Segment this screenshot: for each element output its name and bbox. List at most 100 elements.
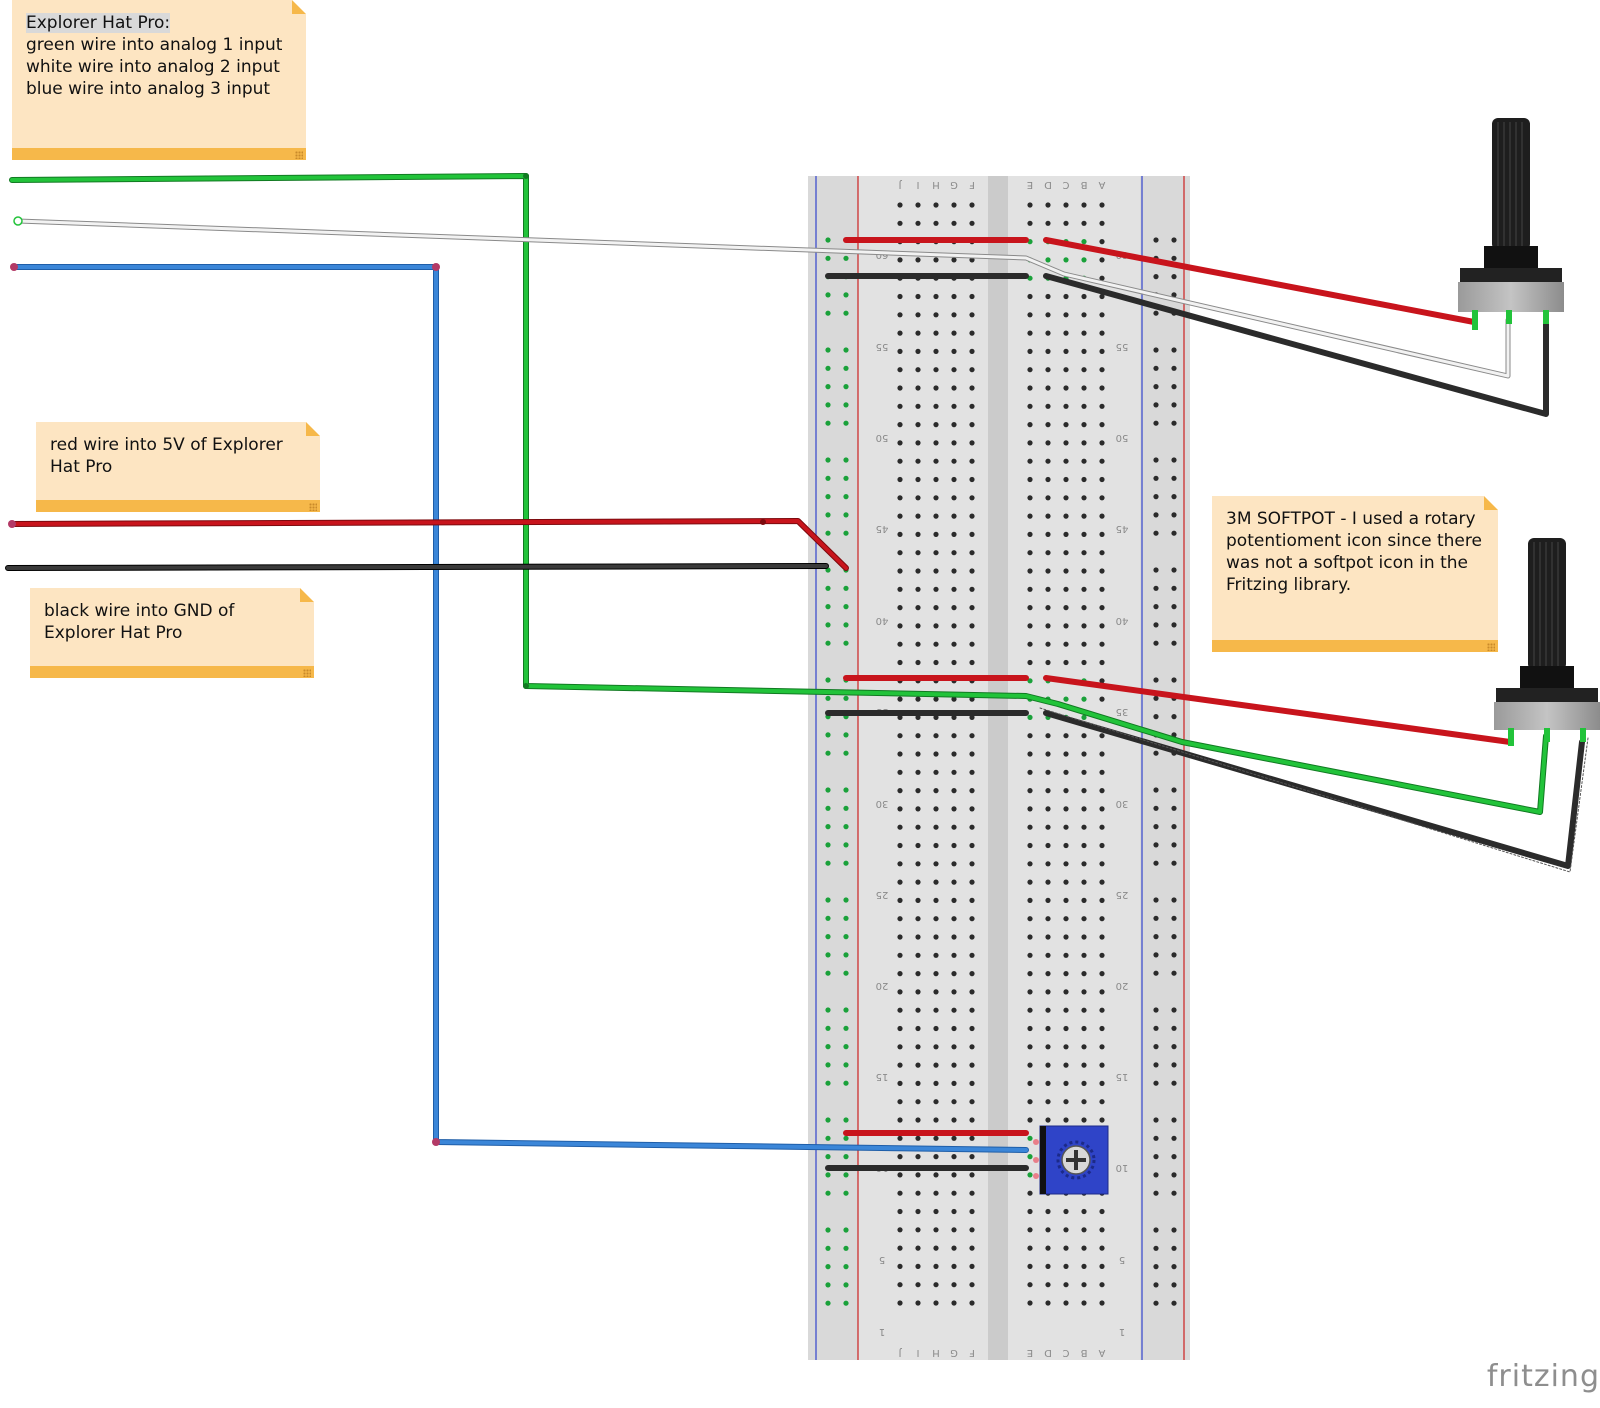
breadboard-hole[interactable] <box>951 348 957 354</box>
rail-hole[interactable] <box>843 1080 849 1086</box>
rail-hole[interactable] <box>1171 622 1177 628</box>
red-wire-5v[interactable] <box>9 518 849 571</box>
rail-hole[interactable] <box>1153 1080 1159 1086</box>
breadboard-hole[interactable] <box>1063 312 1069 318</box>
breadboard-hole[interactable] <box>897 1263 903 1269</box>
breadboard-hole[interactable] <box>1099 733 1105 739</box>
breadboard-hole[interactable] <box>933 1117 939 1123</box>
breadboard-hole[interactable] <box>1081 440 1087 446</box>
breadboard-hole[interactable] <box>1081 916 1087 922</box>
breadboard-hole[interactable] <box>933 824 939 830</box>
rail-hole[interactable] <box>825 237 831 243</box>
rail-hole[interactable] <box>825 1300 831 1306</box>
breadboard-hole[interactable] <box>951 367 957 373</box>
breadboard-hole[interactable] <box>1099 586 1105 592</box>
breadboard-hole[interactable] <box>969 257 975 263</box>
breadboard-hole[interactable] <box>969 1080 975 1086</box>
breadboard-hole[interactable] <box>1081 220 1087 226</box>
breadboard-hole[interactable] <box>1063 1245 1069 1251</box>
breadboard-hole[interactable] <box>915 1099 921 1105</box>
breadboard-hole[interactable] <box>933 422 939 428</box>
breadboard-hole[interactable] <box>951 257 957 263</box>
breadboard-hole[interactable] <box>915 202 921 208</box>
breadboard-hole[interactable] <box>897 513 903 519</box>
rail-hole[interactable] <box>1171 365 1177 371</box>
rail-hole[interactable] <box>825 1264 831 1270</box>
breadboard-hole[interactable] <box>1081 422 1087 428</box>
rail-hole[interactable] <box>1171 934 1177 940</box>
breadboard-hole[interactable] <box>969 568 975 574</box>
rail-hole[interactable] <box>1171 274 1177 280</box>
breadboard-hole[interactable] <box>915 861 921 867</box>
breadboard-hole[interactable] <box>1081 586 1087 592</box>
breadboard-hole[interactable] <box>969 348 975 354</box>
breadboard-hole[interactable] <box>897 1172 903 1178</box>
breadboard-hole[interactable] <box>915 806 921 812</box>
breadboard-hole[interactable] <box>1063 733 1069 739</box>
rail-hole[interactable] <box>843 1154 849 1160</box>
breadboard-hole[interactable] <box>1099 458 1105 464</box>
breadboard-hole[interactable] <box>1027 989 1033 995</box>
breadboard-hole[interactable] <box>1099 257 1105 263</box>
breadboard-hole[interactable] <box>1045 257 1051 263</box>
breadboard-hole[interactable] <box>1045 769 1051 775</box>
breadboard-hole[interactable] <box>969 458 975 464</box>
breadboard-hole[interactable] <box>1081 788 1087 794</box>
breadboard-hole[interactable] <box>1081 641 1087 647</box>
rail-hole[interactable] <box>843 952 849 958</box>
breadboard-hole[interactable] <box>951 220 957 226</box>
rail-hole[interactable] <box>1171 475 1177 481</box>
breadboard-hole[interactable] <box>933 916 939 922</box>
rail-hole[interactable] <box>1171 1300 1177 1306</box>
breadboard-hole[interactable] <box>1045 879 1051 885</box>
rail-hole[interactable] <box>843 1007 849 1013</box>
rail-hole[interactable] <box>825 1227 831 1233</box>
breadboard-hole[interactable] <box>915 513 921 519</box>
breadboard-hole[interactable] <box>915 733 921 739</box>
breadboard-hole[interactable] <box>915 641 921 647</box>
breadboard-hole[interactable] <box>933 1154 939 1160</box>
breadboard-hole[interactable] <box>1063 513 1069 519</box>
rail-hole[interactable] <box>825 934 831 940</box>
breadboard-hole[interactable] <box>915 897 921 904</box>
rail-hole[interactable] <box>825 512 831 518</box>
rail-hole[interactable] <box>825 255 831 261</box>
breadboard-hole[interactable] <box>933 1227 939 1233</box>
rail-hole[interactable] <box>1171 1172 1177 1178</box>
breadboard-hole[interactable] <box>1063 952 1069 958</box>
breadboard-hole[interactable] <box>1045 952 1051 958</box>
breadboard-hole[interactable] <box>1081 550 1087 556</box>
breadboard-hole[interactable] <box>1063 824 1069 830</box>
breadboard-hole[interactable] <box>1045 1025 1051 1032</box>
breadboard-hole[interactable] <box>1099 495 1105 501</box>
breadboard-hole[interactable] <box>915 1062 921 1068</box>
rail-hole[interactable] <box>843 805 849 811</box>
breadboard-hole[interactable] <box>1027 202 1033 208</box>
breadboard-hole[interactable] <box>969 495 975 501</box>
breadboard-hole[interactable] <box>1027 312 1033 318</box>
rail-hole[interactable] <box>843 1190 849 1196</box>
breadboard-hole[interactable] <box>1081 1245 1087 1251</box>
breadboard-hole[interactable] <box>1027 293 1033 300</box>
breadboard-hole[interactable] <box>933 403 939 409</box>
breadboard-hole[interactable] <box>951 641 957 647</box>
breadboard-hole[interactable] <box>1027 550 1033 556</box>
breadboard-hole[interactable] <box>1027 1190 1033 1196</box>
breadboard-hole[interactable] <box>1081 1208 1087 1215</box>
breadboard-hole[interactable] <box>1063 495 1069 501</box>
breadboard-hole[interactable] <box>1081 1263 1087 1269</box>
breadboard-hole[interactable] <box>1081 769 1087 775</box>
breadboard-hole[interactable] <box>1081 806 1087 812</box>
breadboard-hole[interactable] <box>1027 1025 1033 1032</box>
breadboard-hole[interactable] <box>1027 1208 1033 1215</box>
rail-hole[interactable] <box>1153 347 1159 353</box>
breadboard-hole[interactable] <box>915 989 921 995</box>
breadboard-hole[interactable] <box>915 1190 921 1196</box>
breadboard-hole[interactable] <box>915 312 921 318</box>
rail-hole[interactable] <box>1153 1245 1159 1251</box>
breadboard-hole[interactable] <box>897 1208 903 1215</box>
breadboard-hole[interactable] <box>951 1154 957 1160</box>
breadboard-hole[interactable] <box>915 1172 921 1178</box>
breadboard-hole[interactable] <box>1081 1007 1087 1013</box>
breadboard-hole[interactable] <box>897 1300 903 1306</box>
